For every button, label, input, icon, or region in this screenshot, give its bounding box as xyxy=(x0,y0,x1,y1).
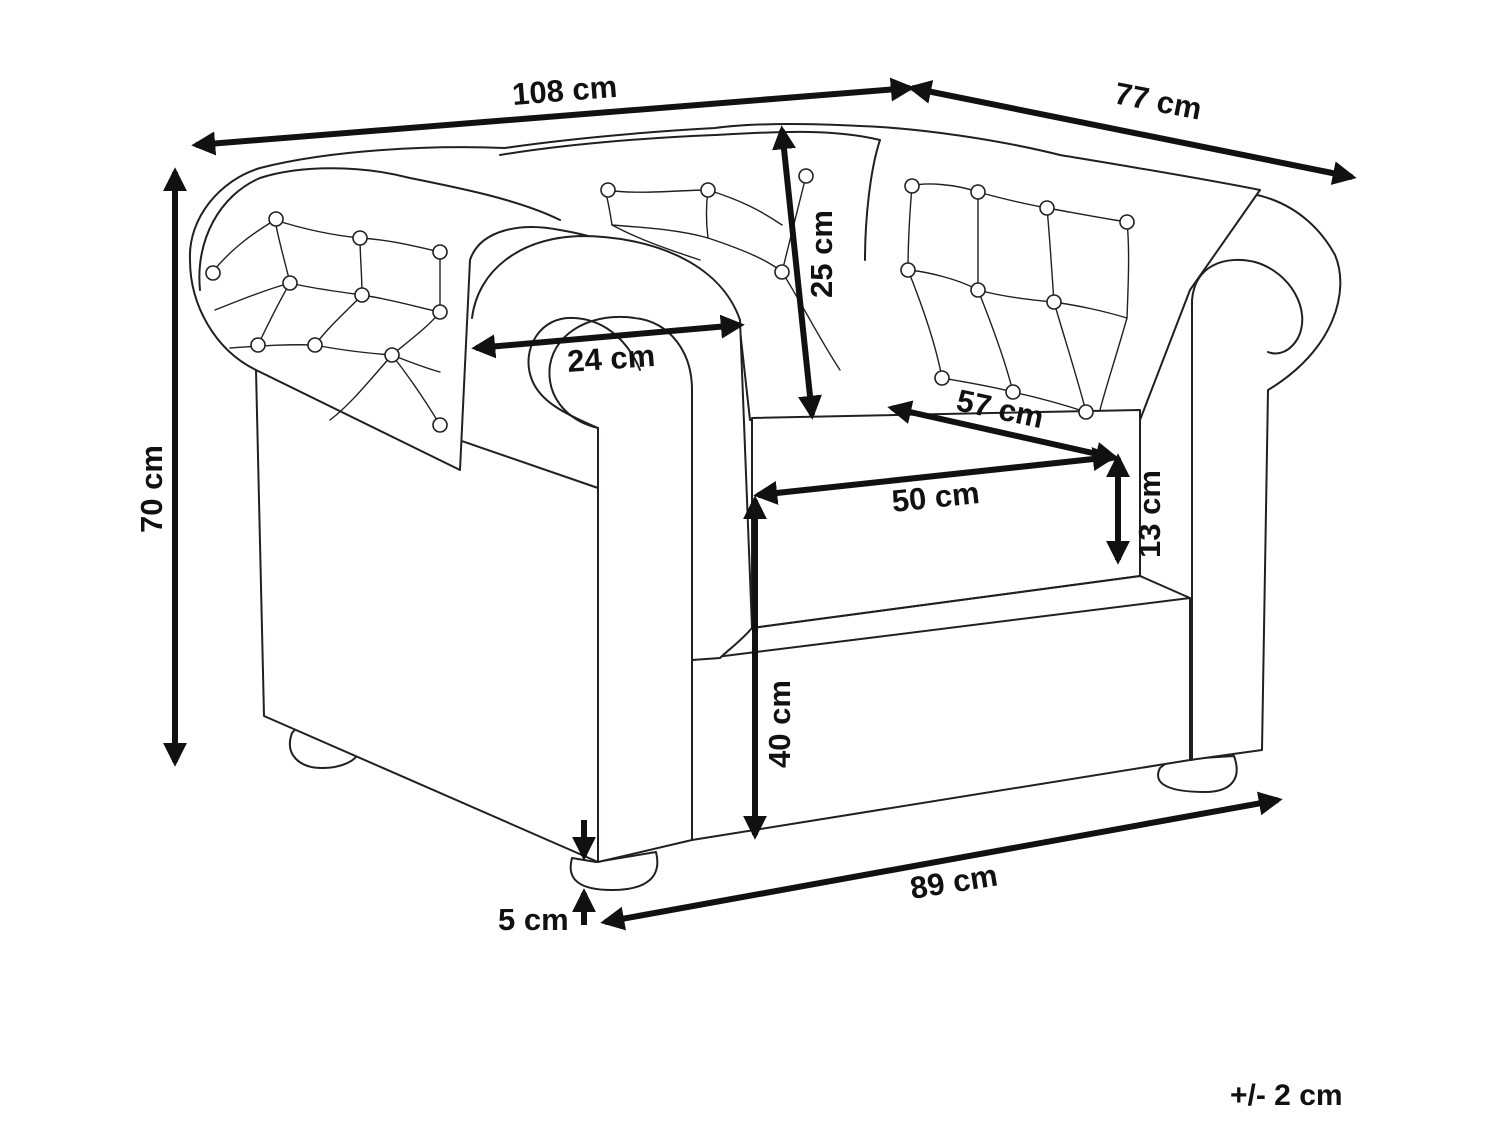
height-label: 70 cm xyxy=(134,445,169,533)
armchair-drawing xyxy=(188,123,1342,891)
dimension-labels: 108 cm 77 cm 70 cm 25 cm 24 cm 57 cm 50 … xyxy=(134,69,1343,1112)
seat-width-arrow xyxy=(753,447,1117,505)
backrest-height-label: 25 cm xyxy=(804,210,839,298)
leg-height-label: 5 cm xyxy=(498,902,569,937)
tolerance-note: +/- 2 cm xyxy=(1230,1079,1343,1112)
backrest-height-arrow xyxy=(772,125,822,420)
depth-arrow xyxy=(907,80,1357,185)
seat-cushion xyxy=(751,409,1141,629)
cushion-height-label: 13 cm xyxy=(1132,470,1167,558)
seat-height-label: 40 cm xyxy=(762,680,797,768)
armrest-width-arrow xyxy=(471,314,745,359)
width-label: 108 cm xyxy=(511,69,619,112)
armrest-width-label: 24 cm xyxy=(566,338,656,379)
backrest-roll-left xyxy=(198,167,561,291)
depth-label: 77 cm xyxy=(1112,76,1205,127)
right-arm-scroll xyxy=(1191,258,1304,761)
width-arrow xyxy=(191,77,915,156)
dimension-arrows xyxy=(163,77,1357,931)
front-width-arrow xyxy=(600,791,1283,931)
